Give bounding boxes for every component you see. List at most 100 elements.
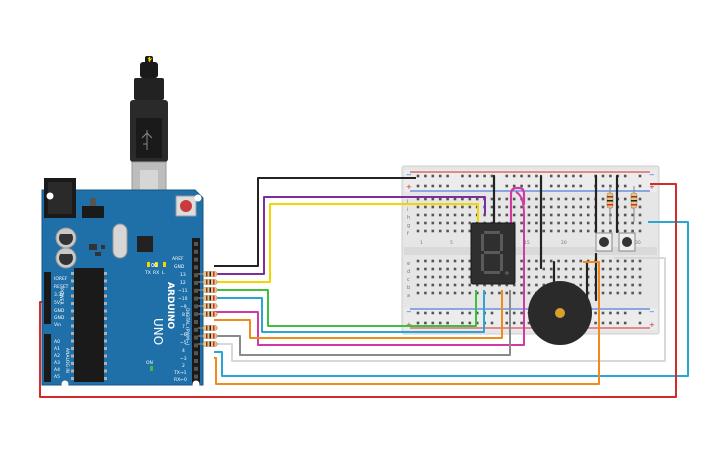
analog-pin-a3: A3 (54, 360, 60, 366)
breadboard-hole (468, 259, 472, 263)
rail-hole (609, 174, 612, 178)
rail-hole (446, 321, 449, 325)
column-number-5: 5 (450, 240, 453, 246)
breadboard-hole (431, 221, 435, 225)
breadboard-hole (527, 213, 531, 217)
breadboard-hole (557, 267, 560, 271)
header-pin (194, 320, 198, 324)
breadboard-hole (557, 275, 560, 279)
breadboard-jumpers (492, 174, 619, 302)
breadboard-hole (527, 197, 531, 201)
ic-pin (104, 332, 107, 335)
breadboard-hole (461, 213, 464, 217)
rail-hole (468, 184, 472, 188)
breadboard-hole (535, 205, 538, 209)
breadboard-hole (579, 259, 583, 263)
pin-label-aref: AREF (172, 256, 184, 262)
column-number-30: 30 (635, 240, 641, 246)
ic-pin (71, 377, 74, 380)
breadboard-hole (520, 291, 523, 295)
rail-hole (416, 311, 420, 315)
breadboard-hole (579, 267, 583, 271)
breadboard-hole (631, 213, 634, 217)
breadboard-hole (623, 283, 627, 287)
breadboard-hole (542, 275, 546, 279)
pin-label-7: 7 (182, 324, 185, 330)
rail-hole (520, 311, 523, 315)
breadboard-hole (557, 205, 560, 209)
ic-pin (71, 347, 74, 350)
rail-hole (475, 311, 479, 315)
push-button-2[interactable] (618, 232, 636, 252)
breadboard-hole (416, 275, 420, 279)
breadboard-hole (572, 229, 575, 233)
arduino-uno-board: ARDUINO ∞ UNO DIGITAL (PWM~) POWER ANALO… (41, 56, 204, 388)
pin-label-13: 13 (180, 272, 186, 278)
push-button-1[interactable] (595, 232, 613, 252)
ic-pin (104, 324, 107, 328)
breadboard-hole (431, 283, 435, 287)
breadboard-hole (579, 205, 583, 209)
rail-plus-bottom-right: + (649, 321, 655, 329)
breadboard-hole (623, 267, 627, 271)
breadboard-hole (623, 275, 627, 279)
resistor-band (213, 279, 215, 285)
breadboard-hole (638, 205, 642, 209)
breadboard-hole (520, 213, 523, 217)
rail-minus-bottom-right: − (649, 308, 655, 316)
rail-hole (601, 321, 605, 325)
breadboard-hole (549, 275, 553, 279)
row-label-c: c (407, 277, 410, 283)
header-pin (194, 374, 198, 379)
rail-hole (535, 184, 538, 188)
breadboard-resistors (606, 186, 638, 222)
rail-hole (490, 321, 494, 325)
rail-hole (609, 311, 612, 315)
rail-hole (424, 321, 427, 325)
analog-pin-a4: A4 (54, 367, 60, 373)
breadboard-hole (557, 259, 560, 263)
breadboard-hole (461, 283, 464, 287)
breadboard-hole (609, 229, 612, 233)
rail-hole (431, 311, 435, 315)
power-pin-reset: RESET (54, 284, 69, 290)
header-pin (194, 288, 198, 293)
rail-minus-top-right: − (649, 171, 655, 179)
breadboard-hole (638, 221, 642, 225)
breadboard-hole (579, 221, 583, 225)
breadboard-hole (572, 197, 575, 201)
breadboard-hole (431, 291, 435, 295)
power-pin-gnd-2: GND (54, 315, 65, 321)
breadboard-hole (490, 205, 494, 209)
wire-gray (214, 290, 511, 356)
breadboard-hole (431, 267, 435, 271)
breadboard-hole (416, 213, 420, 217)
breadboard-hole (468, 205, 472, 209)
resistor-band (213, 295, 215, 301)
breadboard-hole (601, 213, 605, 217)
breadboard-hole (586, 283, 590, 287)
resistor-band (213, 287, 215, 293)
rail-plus-top: + (406, 183, 412, 191)
power-pin-5v: 5V (54, 300, 61, 306)
breadboard-hole (542, 283, 546, 287)
breadboard-hole (424, 259, 427, 263)
breadboard-hole (431, 229, 435, 233)
breadboard-hole (431, 197, 435, 201)
breadboard-hole (468, 283, 472, 287)
breadboard-hole (416, 259, 420, 263)
rail-hole (638, 174, 642, 178)
led-label-tx: TX (144, 270, 151, 276)
wire-purple (214, 196, 486, 275)
breadboard-hole (579, 229, 583, 233)
rail-hole (579, 174, 583, 178)
breadboard-hole (564, 267, 568, 271)
rail-hole (461, 174, 464, 178)
breadboard-hole (542, 197, 546, 201)
rail-hole (564, 174, 568, 178)
resistor-band (213, 341, 215, 347)
breadboard-hole (438, 283, 442, 287)
breadboard-hole (505, 213, 509, 217)
rail-hole (572, 174, 575, 178)
breadboard-hole (564, 213, 568, 217)
